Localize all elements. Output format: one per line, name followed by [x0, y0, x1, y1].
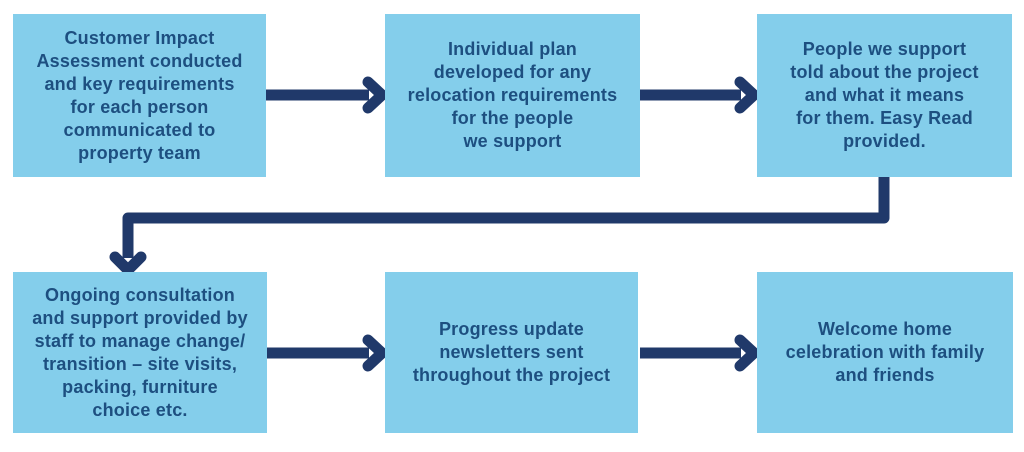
- arrow-step3-to-step4: [109, 177, 890, 276]
- arrow-step1-to-step2: [266, 76, 388, 114]
- flow-step-1-label: Customer Impact Assessment conducted and…: [36, 27, 243, 163]
- flow-step-2: Individual plan developed for any reloca…: [385, 14, 640, 177]
- flow-step-5-label: Progress update newsletters sent through…: [412, 319, 611, 385]
- flow-step-2-label: Individual plan developed for any reloca…: [407, 39, 618, 151]
- flow-step-6: Welcome home celebration with family and…: [757, 272, 1013, 433]
- flow-step-6-label: Welcome home celebration with family and…: [785, 319, 985, 385]
- arrow-step2-to-step3: [640, 76, 760, 114]
- flow-step-1: Customer Impact Assessment conducted and…: [13, 14, 266, 177]
- arrow-step4-to-step5: [267, 334, 388, 372]
- arrow-step5-to-step6: [640, 334, 760, 372]
- flow-step-3: People we support told about the project…: [757, 14, 1012, 177]
- flow-step-3-label: People we support told about the project…: [790, 39, 979, 151]
- flow-step-4: Ongoing consultation and support provide…: [13, 272, 267, 433]
- flow-step-5: Progress update newsletters sent through…: [385, 272, 638, 433]
- flow-step-4-label: Ongoing consultation and support provide…: [32, 284, 248, 420]
